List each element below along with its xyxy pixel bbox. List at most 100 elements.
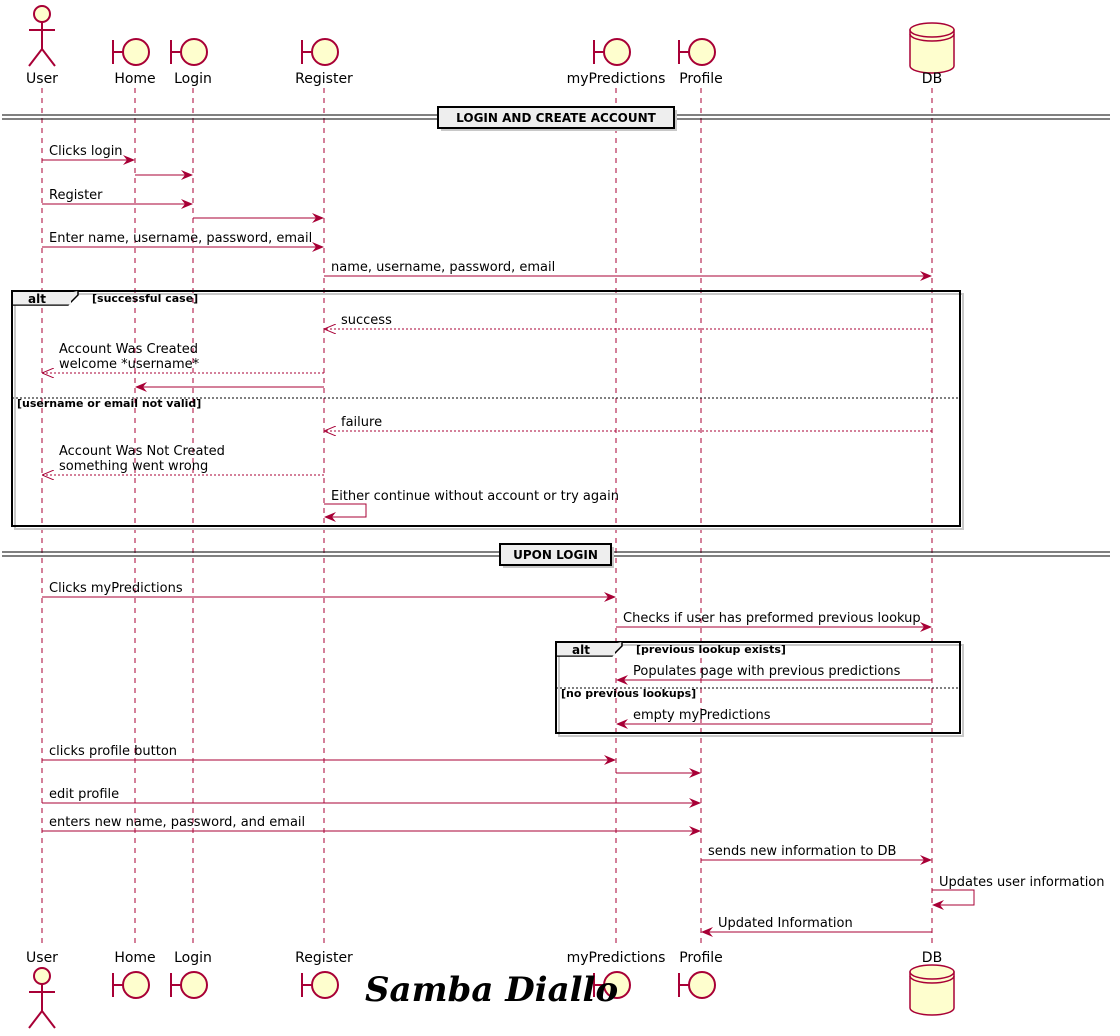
actor-head-icon bbox=[33, 967, 51, 985]
message-label: Checks if user has preformed previous lo… bbox=[623, 611, 921, 626]
message-label: welcome *username* bbox=[59, 357, 200, 372]
boundary-circle-icon bbox=[311, 971, 339, 999]
participant-label: Profile bbox=[679, 950, 723, 966]
message-label: Clicks myPredictions bbox=[49, 581, 183, 596]
message-label: something went wrong bbox=[59, 459, 208, 474]
participant-profile-foot: Profile bbox=[678, 950, 723, 999]
message-label: failure bbox=[341, 415, 382, 430]
frame-shadow bbox=[14, 293, 964, 530]
message-19: enters new name, password, and email bbox=[42, 815, 701, 836]
frame-condition: [successful case] bbox=[92, 292, 198, 305]
message-6: success bbox=[325, 313, 932, 329]
message-label: edit profile bbox=[49, 787, 119, 802]
message-5: name, username, password, email bbox=[324, 260, 932, 281]
frame-border bbox=[11, 290, 961, 527]
frame-shadow bbox=[558, 644, 964, 737]
actor-legs-icon bbox=[28, 1009, 56, 1029]
message-2: Register bbox=[42, 188, 193, 209]
frame-tag-fill bbox=[13, 292, 71, 305]
participant-user-foot: User bbox=[26, 950, 58, 1029]
participant-mypredictions-foot: myPredictions bbox=[567, 950, 666, 999]
frame-tag-label: alt bbox=[572, 643, 590, 657]
boundary-circle-icon bbox=[122, 38, 150, 66]
divider-box bbox=[437, 106, 675, 129]
participant-register-head: Register bbox=[295, 38, 353, 87]
message-0: Clicks login bbox=[42, 144, 135, 165]
boundary-circle-icon bbox=[688, 38, 716, 66]
message-label: Enter name, username, password, email bbox=[49, 231, 312, 246]
participant-label: Profile bbox=[679, 71, 723, 87]
divider-label: LOGIN AND CREATE ACCOUNT bbox=[456, 111, 656, 125]
message-label: empty myPredictions bbox=[633, 708, 771, 723]
message-18: edit profile bbox=[42, 787, 701, 808]
participant-label: Home bbox=[114, 71, 155, 87]
database-ring-icon bbox=[909, 975, 955, 984]
message-9: failure bbox=[325, 415, 932, 431]
message-arrow bbox=[932, 889, 975, 910]
message-label: success bbox=[341, 313, 392, 328]
message-16: clicks profile button bbox=[42, 744, 616, 765]
participant-home-foot: Home bbox=[112, 950, 156, 999]
divider-1: UPON LOGIN bbox=[2, 543, 1110, 568]
participant-login-foot: Login bbox=[170, 950, 212, 999]
frame-tag-label: alt bbox=[28, 292, 46, 306]
database-top-icon bbox=[909, 22, 955, 38]
alt-frame-1: alt [previous lookup exists] [no previous … bbox=[555, 641, 964, 737]
message-label: Register bbox=[49, 188, 103, 203]
participant-profile-head: Profile bbox=[678, 38, 723, 87]
frame-condition: [no previous lookups] bbox=[561, 687, 696, 700]
boundary-circle-icon bbox=[180, 971, 208, 999]
message-label: name, username, password, email bbox=[331, 260, 555, 275]
boundary-circle-icon bbox=[311, 38, 339, 66]
message-label: clicks profile button bbox=[49, 744, 177, 759]
message-label: Clicks login bbox=[49, 144, 123, 159]
participant-label: Register bbox=[295, 950, 353, 966]
actor-head-icon bbox=[33, 5, 51, 23]
message-label: Account Was Not Created bbox=[59, 444, 225, 459]
participant-register-foot: Register bbox=[295, 950, 353, 999]
participant-label: Login bbox=[174, 950, 212, 966]
message-label: Either continue without account or try a… bbox=[331, 489, 619, 504]
message-label: sends new information to DB bbox=[708, 844, 896, 859]
boundary-circle-icon bbox=[688, 971, 716, 999]
participant-label: myPredictions bbox=[567, 950, 666, 966]
participant-mypredictions-head: myPredictions bbox=[567, 38, 666, 87]
message-arrow bbox=[324, 503, 367, 522]
participant-label: Login bbox=[174, 71, 212, 87]
participant-user-head: User bbox=[26, 5, 58, 87]
message-13: Checks if user has preformed previous lo… bbox=[616, 611, 932, 632]
participant-home-head: Home bbox=[112, 38, 156, 87]
frame-tag-fill bbox=[557, 643, 615, 656]
participant-label: User bbox=[26, 71, 58, 87]
message-label: Updates user information bbox=[939, 875, 1105, 890]
message-label: Account Was Created bbox=[59, 342, 198, 357]
frame-condition: [previous lookup exists] bbox=[636, 643, 786, 656]
participant-db-foot: DB bbox=[909, 950, 955, 1016]
message-12: Clicks myPredictions bbox=[42, 581, 616, 602]
boundary-circle-icon bbox=[603, 971, 631, 999]
signature-logo: Samba Diallo bbox=[365, 970, 618, 1010]
divider-box bbox=[499, 543, 612, 566]
message-15: empty myPredictions bbox=[616, 708, 932, 729]
participant-label: DB bbox=[922, 950, 942, 966]
message-22: Updated Information bbox=[701, 916, 932, 937]
frame-condition: [username or email not valid] bbox=[17, 397, 201, 410]
message-14: Populates page with previous predictions bbox=[616, 664, 932, 685]
alt-frame-0: alt [successful case] [username or email n… bbox=[11, 290, 964, 530]
divider-0: LOGIN AND CREATE ACCOUNT bbox=[2, 106, 1110, 131]
message-21: Updates user information bbox=[932, 875, 1105, 910]
message-11: Either continue without account or try a… bbox=[324, 489, 619, 522]
signature-text: Samba Diallo bbox=[365, 970, 618, 1010]
participant-label: User bbox=[26, 950, 58, 966]
participant-label: Home bbox=[114, 950, 155, 966]
divider-label: UPON LOGIN bbox=[513, 548, 598, 562]
participant-label: Register bbox=[295, 71, 353, 87]
participant-db-head: DB bbox=[909, 22, 955, 87]
participant-label: DB bbox=[922, 71, 942, 87]
boundary-circle-icon bbox=[180, 38, 208, 66]
message-label: Updated Information bbox=[718, 916, 853, 931]
boundary-circle-icon bbox=[603, 38, 631, 66]
participant-label: myPredictions bbox=[567, 71, 666, 87]
